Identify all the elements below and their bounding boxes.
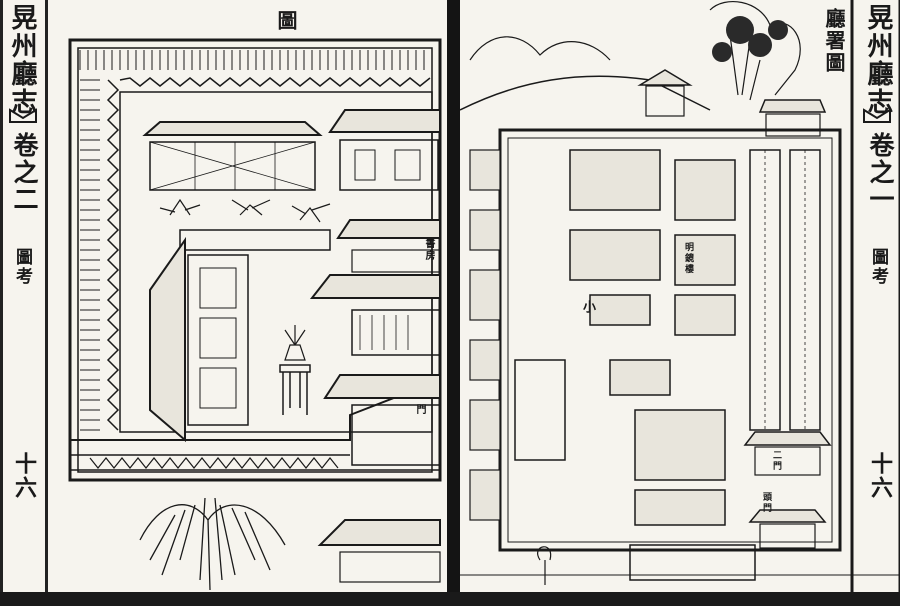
bottom-border	[0, 592, 900, 606]
yamen-map-illustration	[460, 0, 900, 600]
right-book-title: 晃州廳志	[863, 4, 893, 116]
right-section: 圖考	[868, 248, 888, 286]
label-inner-gate: 二門	[771, 450, 781, 472]
map-title: 廳署圖	[822, 8, 846, 74]
left-volume: 卷之二	[10, 132, 39, 213]
garden-illustration	[68, 38, 442, 591]
label-yamen-building: 明鏡樓	[683, 242, 693, 275]
left-header-char: 圖	[274, 10, 298, 32]
fishtail-mark-icon	[9, 108, 37, 123]
label-main-gate: 頭門	[761, 492, 771, 514]
label-gate-left: 門	[414, 404, 425, 416]
right-volume: 卷之一	[866, 132, 895, 213]
fishtail-mark-right-icon	[863, 108, 891, 123]
right-page-number: 十六	[867, 452, 893, 500]
left-page-number: 十六	[11, 452, 37, 500]
left-page: 晃州廳志 卷之二 圖考 十六 圖	[0, 0, 442, 600]
left-section: 圖考	[12, 248, 32, 286]
book-gutter	[447, 0, 463, 606]
label-hall-small: 小	[580, 300, 595, 315]
right-page: 廳署圖 小 二門 頭門 明鏡樓 晃州廳志 卷之一 圖考 十六	[460, 0, 900, 606]
label-building-left: 書房	[423, 238, 434, 262]
left-margin-column	[0, 0, 48, 600]
left-book-title: 晃州廳志	[7, 4, 37, 116]
